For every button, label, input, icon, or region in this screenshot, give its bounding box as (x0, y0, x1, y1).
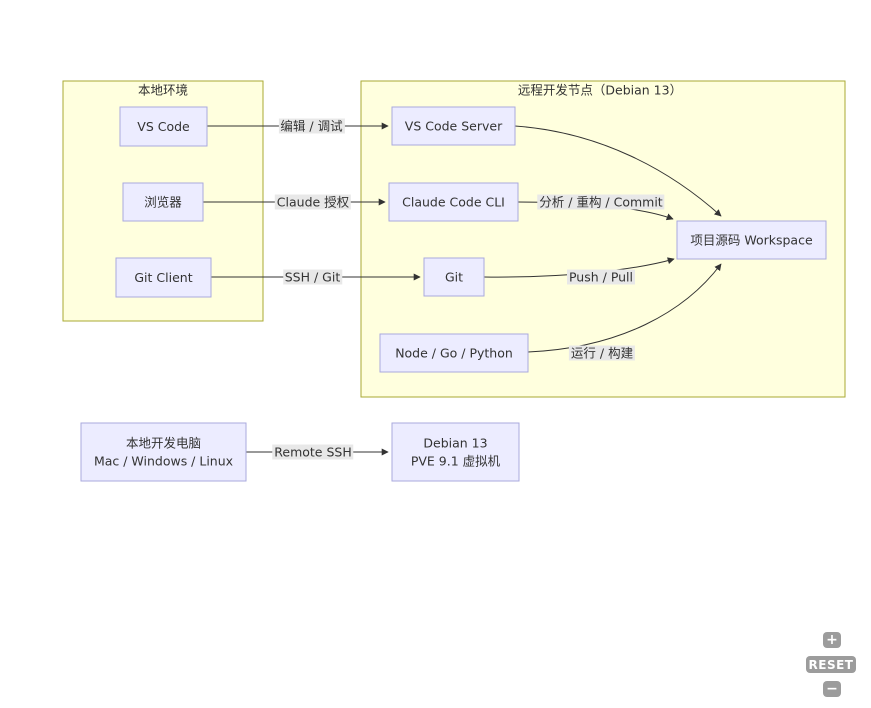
edge-server-to-workspace (514, 125, 722, 217)
node-runtime-box (379, 333, 529, 373)
edge-label-ssh-git: SSH / Git (282, 269, 343, 285)
node-runtime: Node / Go / Python (379, 333, 529, 373)
node-workspace: 项目源码 Workspace (676, 220, 827, 260)
node-runtime-label: Node / Go / Python (395, 346, 513, 361)
node-workspace-box (676, 220, 827, 260)
node-browser-box (122, 182, 204, 222)
node-vscode: VS Code (119, 106, 208, 147)
cluster-local-title: 本地环境 (138, 83, 188, 98)
node-local-pc-box (80, 422, 247, 482)
node-browser: 浏览器 (122, 182, 204, 222)
node-vscode-server-box (391, 106, 516, 146)
node-browser-label: 浏览器 (144, 195, 182, 210)
node-local-pc-line2: Mac / Windows / Linux (94, 454, 233, 469)
node-local-pc-line1: 本地开发电脑 (126, 436, 201, 451)
node-vscode-server: VS Code Server (391, 106, 516, 146)
edge-label-run-build: 运行 / 构建 (568, 345, 636, 361)
node-git-box (423, 257, 485, 297)
node-git: Git (423, 257, 485, 297)
edge-label-edit-debug: 编辑 / 调试 (278, 118, 345, 134)
edge-runtime-to-workspace (527, 263, 722, 353)
reset-zoom-button[interactable]: RESET (806, 656, 856, 673)
node-local-pc: 本地开发电脑 Mac / Windows / Linux (80, 422, 247, 482)
node-debian-vm-line1: Debian 13 (423, 436, 487, 451)
zoom-in-button[interactable]: + (823, 632, 841, 648)
node-git-client-label: Git Client (134, 270, 192, 285)
edge-label-remote-ssh: Remote SSH (272, 444, 354, 460)
node-vscode-box (119, 106, 208, 147)
zoom-out-button[interactable]: − (823, 681, 841, 697)
edge-label-push-pull: Push / Pull (566, 269, 636, 285)
node-claude-cli: Claude Code CLI (388, 182, 519, 222)
node-git-client-box (115, 257, 212, 298)
node-debian-vm-box (391, 422, 520, 482)
node-git-label: Git (445, 270, 463, 285)
node-claude-cli-box (388, 182, 519, 222)
edge-label-analyze-commit: 分析 / 重构 / Commit (537, 194, 665, 210)
node-git-client: Git Client (115, 257, 212, 298)
node-debian-vm: Debian 13 PVE 9.1 虚拟机 (391, 422, 520, 482)
cluster-remote-title: 远程开发节点（Debian 13） (518, 83, 682, 98)
node-vscode-server-label: VS Code Server (405, 119, 503, 134)
node-vscode-label: VS Code (137, 119, 190, 134)
edge-label-claude-auth: Claude 授权 (274, 194, 352, 210)
node-claude-cli-label: Claude Code CLI (402, 195, 505, 210)
node-workspace-label: 项目源码 Workspace (690, 233, 813, 248)
node-debian-vm-line2: PVE 9.1 虚拟机 (411, 454, 501, 469)
